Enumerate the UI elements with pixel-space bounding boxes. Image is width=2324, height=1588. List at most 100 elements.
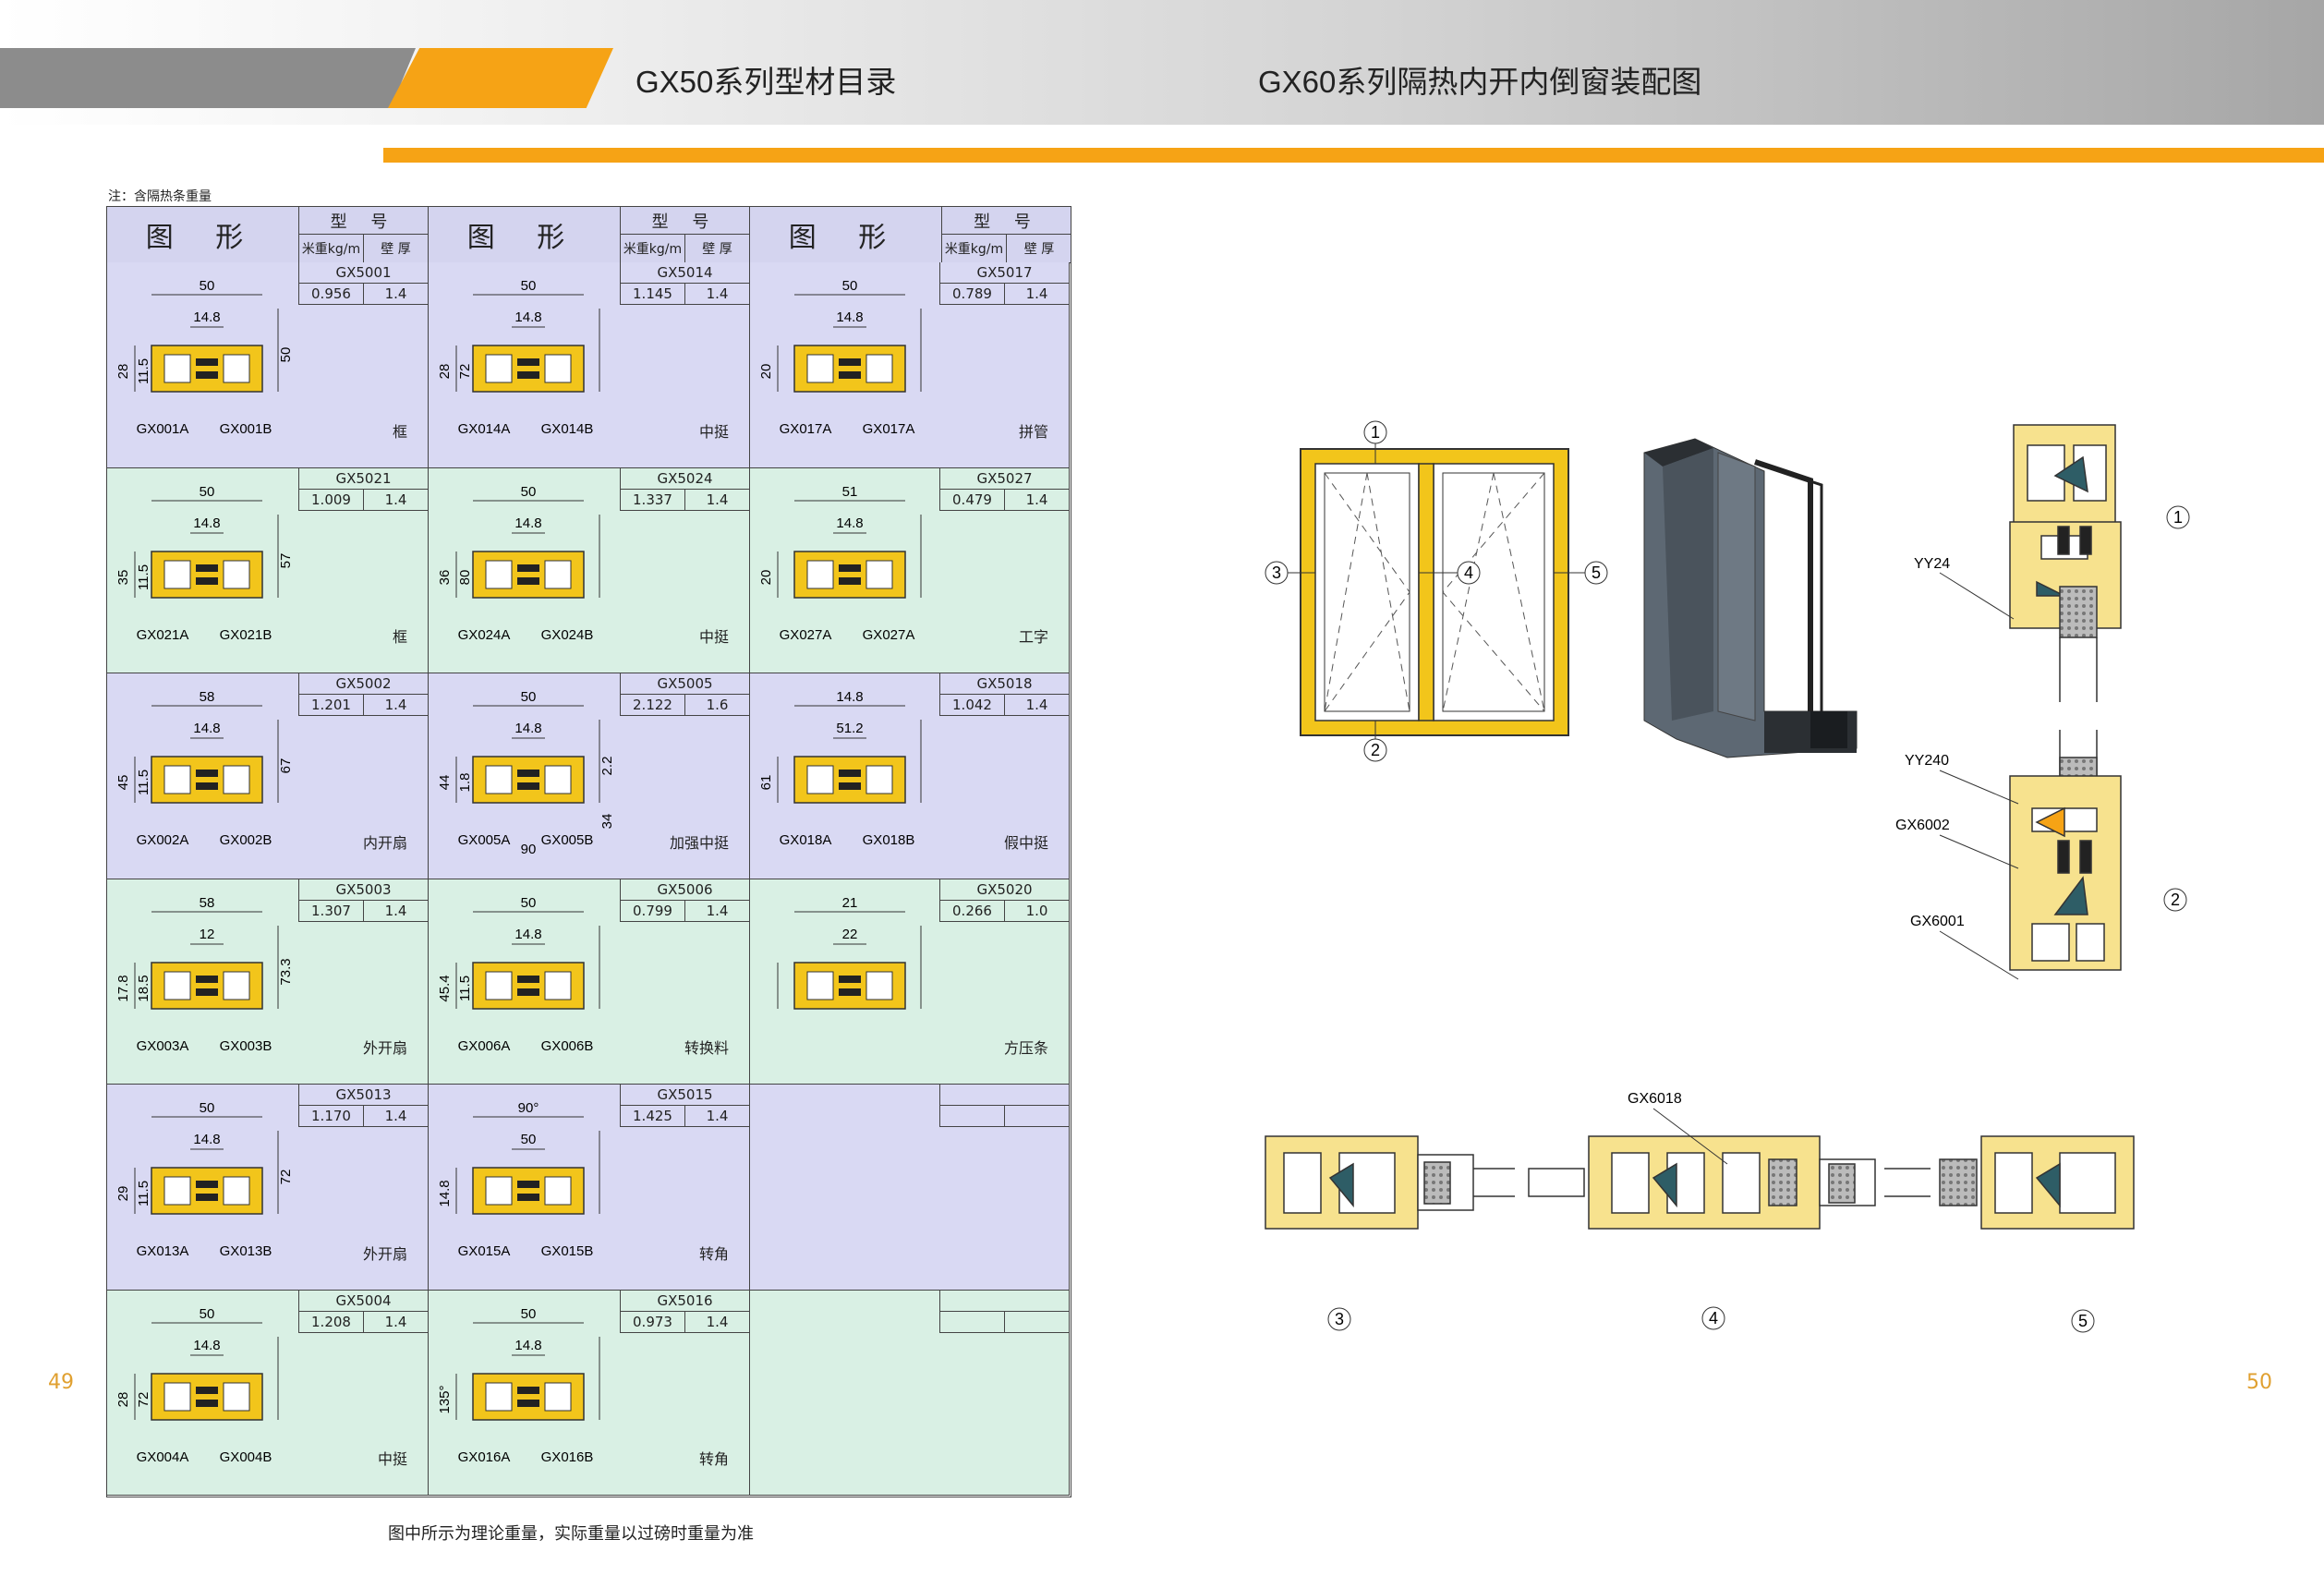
- thermal-strip: [196, 1386, 218, 1394]
- part-label: GX001B: [220, 421, 272, 437]
- header-figure-1: 图 形: [107, 207, 299, 262]
- thermal-strip: [517, 1194, 539, 1201]
- header-gray-band: [0, 48, 416, 108]
- thermal-strip: [196, 975, 218, 983]
- dimension-label: 2.2: [599, 757, 615, 776]
- thermal-strip: [517, 576, 539, 585]
- profile-thickness: [1004, 1311, 1069, 1333]
- dimension-label: 12: [200, 927, 215, 942]
- dimension-label: 51: [842, 484, 858, 500]
- profile-weight: 0.799: [620, 900, 684, 922]
- profile-code: GX5027: [939, 467, 1069, 490]
- thermal-strip: [839, 770, 861, 777]
- dimension-label: 45: [115, 775, 131, 791]
- profile-chamber: [223, 560, 250, 588]
- profile-code: GX5014: [620, 262, 749, 284]
- profile-weight: 1.337: [620, 489, 684, 511]
- dimension-label: 50: [278, 347, 294, 363]
- part-label: GX006A: [458, 1038, 511, 1054]
- profile-name: 外开扇: [362, 1039, 407, 1057]
- callout-5-b: 5: [2078, 1312, 2088, 1330]
- profile-thickness: 1.4: [684, 900, 749, 922]
- profile-chamber: [223, 765, 250, 794]
- part-label: GX004B: [220, 1449, 272, 1465]
- profile-name: 内开扇: [362, 833, 407, 852]
- label-gx6002: GX6002: [1895, 818, 1950, 833]
- profile-weight: 0.789: [939, 284, 1004, 305]
- dimension-label: 44: [437, 775, 453, 791]
- horizontal-sections: [1265, 1135, 2135, 1230]
- profile-code: GX5002: [298, 673, 428, 695]
- profile-chamber: [865, 765, 893, 794]
- part-label: GX003A: [137, 1038, 189, 1054]
- header-figure-2: 图 形: [429, 207, 621, 262]
- profile-name: 中挺: [698, 628, 729, 646]
- profile-name: 假中挺: [1003, 833, 1048, 852]
- profile-chamber: [806, 765, 834, 794]
- profile-thickness: [1004, 1106, 1069, 1127]
- dimension-label: 14.8: [836, 309, 863, 325]
- profile-thickness: 1.4: [363, 900, 428, 922]
- profile-code: GX5024: [620, 467, 749, 490]
- part-label: GX018B: [863, 832, 915, 848]
- thermal-strip: [517, 371, 539, 379]
- profile-code: GX5006: [620, 879, 749, 901]
- dimension-label: 14.8: [514, 927, 541, 942]
- profile-name: 拼管: [1018, 422, 1048, 441]
- dimension-label: 50: [200, 1306, 215, 1322]
- dimension-label: 14.8: [437, 1180, 453, 1206]
- dimension-label: 50: [521, 689, 537, 705]
- profile-chamber: [163, 765, 191, 794]
- profile-code: [939, 1085, 1069, 1106]
- part-label: GX013A: [137, 1243, 189, 1259]
- part-label: GX027A: [863, 627, 915, 643]
- dimension-label: 11.5: [136, 564, 151, 589]
- dimension-label: 57: [278, 552, 294, 568]
- profile-code: GX5018: [939, 673, 1069, 695]
- callout-3-a: 3: [1272, 564, 1281, 582]
- profile-weight: 0.956: [298, 284, 363, 305]
- profile-weight: 1.307: [298, 900, 363, 922]
- profile-weight: [939, 1311, 1004, 1333]
- part-label: GX006B: [541, 1038, 594, 1054]
- thermal-strip: [196, 988, 218, 996]
- profile-name: 框: [392, 422, 407, 441]
- profile-chamber: [163, 1176, 191, 1206]
- thermal-strip: [517, 975, 539, 983]
- profile-weight: 0.479: [939, 489, 1004, 511]
- profile-weight: 1.145: [620, 284, 684, 305]
- profile-name: 中挺: [698, 422, 729, 441]
- dimension-label: 73.3: [278, 958, 294, 985]
- dimension-label: 14.8: [193, 1132, 220, 1147]
- profile-chamber: [485, 971, 513, 1000]
- profile-name: 转角: [698, 1244, 729, 1263]
- dimension-label: 1.8: [457, 773, 473, 793]
- profile-thickness: 1.4: [363, 489, 428, 511]
- profile-weight: 0.266: [939, 900, 1004, 922]
- dimension-label: 14.8: [514, 721, 541, 736]
- callout-2-b: 2: [2171, 891, 2180, 909]
- header-thickness-2: 壁 厚: [685, 235, 750, 262]
- dimension-label: 58: [200, 689, 215, 705]
- callout-4-a: 4: [1464, 564, 1473, 582]
- callout-2-a: 2: [1371, 741, 1380, 759]
- thermal-strip: [196, 371, 218, 379]
- dimension-label: 21: [842, 895, 858, 911]
- profile-weight: 1.042: [939, 695, 1004, 716]
- right-page-title: GX60系列隔热内开内倒窗装配图: [1258, 65, 1702, 99]
- dimension-label: 28: [437, 364, 453, 380]
- part-label: GX024A: [458, 627, 511, 643]
- profile-chamber: [806, 354, 834, 383]
- thermal-strip: [517, 988, 539, 996]
- dimension-label: 29: [115, 1186, 131, 1202]
- dimension-label: 50: [200, 484, 215, 500]
- label-gx6001: GX6001: [1910, 914, 1965, 929]
- profile-chamber: [223, 1382, 250, 1411]
- part-label: GX005A: [458, 832, 511, 848]
